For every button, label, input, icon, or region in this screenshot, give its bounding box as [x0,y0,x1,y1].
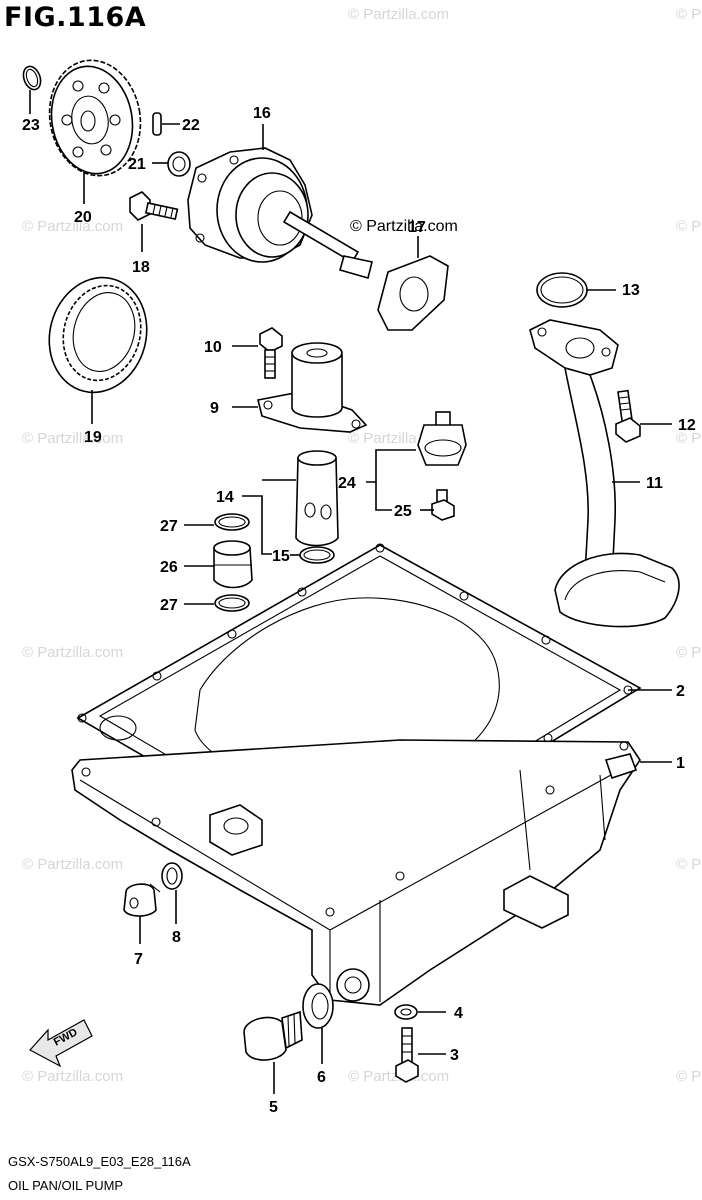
callout-19: 19 [84,429,102,446]
plug-7 [123,883,161,917]
o-ring-27-lower [214,594,250,612]
watermark: © P [676,644,702,661]
watermark: © Partzilla.com [22,856,124,873]
bolt-10 [259,327,283,379]
callout-11: 11 [646,475,663,492]
watermark: © Partzilla.com [22,644,124,661]
oil-strainer-11 [529,319,680,628]
callout-4: 4 [454,1005,463,1022]
callout-17: 17 [408,219,426,236]
washer-4 [394,1004,418,1020]
callout-1: 1 [676,755,685,772]
watermark: © P [676,430,702,447]
callout-15: 15 [272,548,290,565]
oil-pan-1 [71,739,641,1006]
callout-2: 2 [676,683,685,700]
callout-27-lower: 27 [160,597,178,614]
watermark: © P [676,856,702,873]
watermark: © P [676,218,702,235]
callout-5: 5 [269,1099,278,1116]
callout-18: 18 [132,259,150,276]
forward-direction-arrow: FWD [29,1019,93,1068]
drain-plug-5 [243,1010,303,1061]
section-name: OIL PAN/OIL PUMP [8,1178,124,1193]
bolt-18 [129,191,179,221]
watermark: © Partzilla.com [22,218,124,235]
oil-pump-sprocket-20 [48,59,142,177]
o-ring-13 [536,272,588,308]
callout-7: 7 [134,951,143,968]
watermark: © Partzilla.com [348,6,450,23]
callout-8: 8 [172,929,181,946]
callout-24: 24 [338,475,356,492]
callout-9: 9 [210,400,219,417]
gasket-8 [161,862,183,890]
oil-pump-16 [187,147,373,279]
bolt-12 [615,389,641,443]
gasket-6 [302,983,334,1029]
gasket-17 [377,255,449,331]
callout-6: 6 [317,1069,326,1086]
callout-13: 13 [622,282,640,299]
callout-25: 25 [394,503,412,520]
watermark: © Partzilla.com [22,430,124,447]
callout-21: 21 [128,156,146,173]
valve-holder-9 [257,342,368,433]
callout-23: 23 [22,117,40,134]
watermark: © P [676,1068,702,1085]
o-ring-15 [299,546,335,564]
callout-12: 12 [678,417,696,434]
model-code: GSX-S750AL9_E03_E28_116A [8,1154,191,1169]
collar-26 [213,540,253,589]
watermark: © Partzilla.com [22,1068,124,1085]
dowel-pin-22 [152,112,162,136]
callout-22: 22 [182,117,200,134]
callout-20: 20 [74,209,92,226]
partzilla-watermark: © Partzilla.com [350,218,458,235]
oil-pump-gear-19 [48,276,148,394]
callout-10: 10 [204,339,222,356]
figure-title: FIG.116A [4,2,147,33]
washer-21 [167,151,191,177]
callout-26: 26 [160,559,178,576]
callout-14: 14 [216,489,234,506]
leader-lines [29,90,672,1094]
relief-valve-14 [295,450,339,547]
callout-27-upper: 27 [160,518,178,535]
callout-3: 3 [450,1047,459,1064]
oil-pressure-switch-24 [417,411,467,466]
watermark: © P [676,6,702,23]
callout-16: 16 [253,105,271,122]
o-ring-27-upper [214,513,250,531]
circlip-23 [22,65,42,91]
bolt-3 [395,1027,419,1083]
bolt-25 [431,489,455,521]
callout-labels: 23 22 21 20 16 18 17 13 19 10 9 12 11 24… [22,105,696,1116]
